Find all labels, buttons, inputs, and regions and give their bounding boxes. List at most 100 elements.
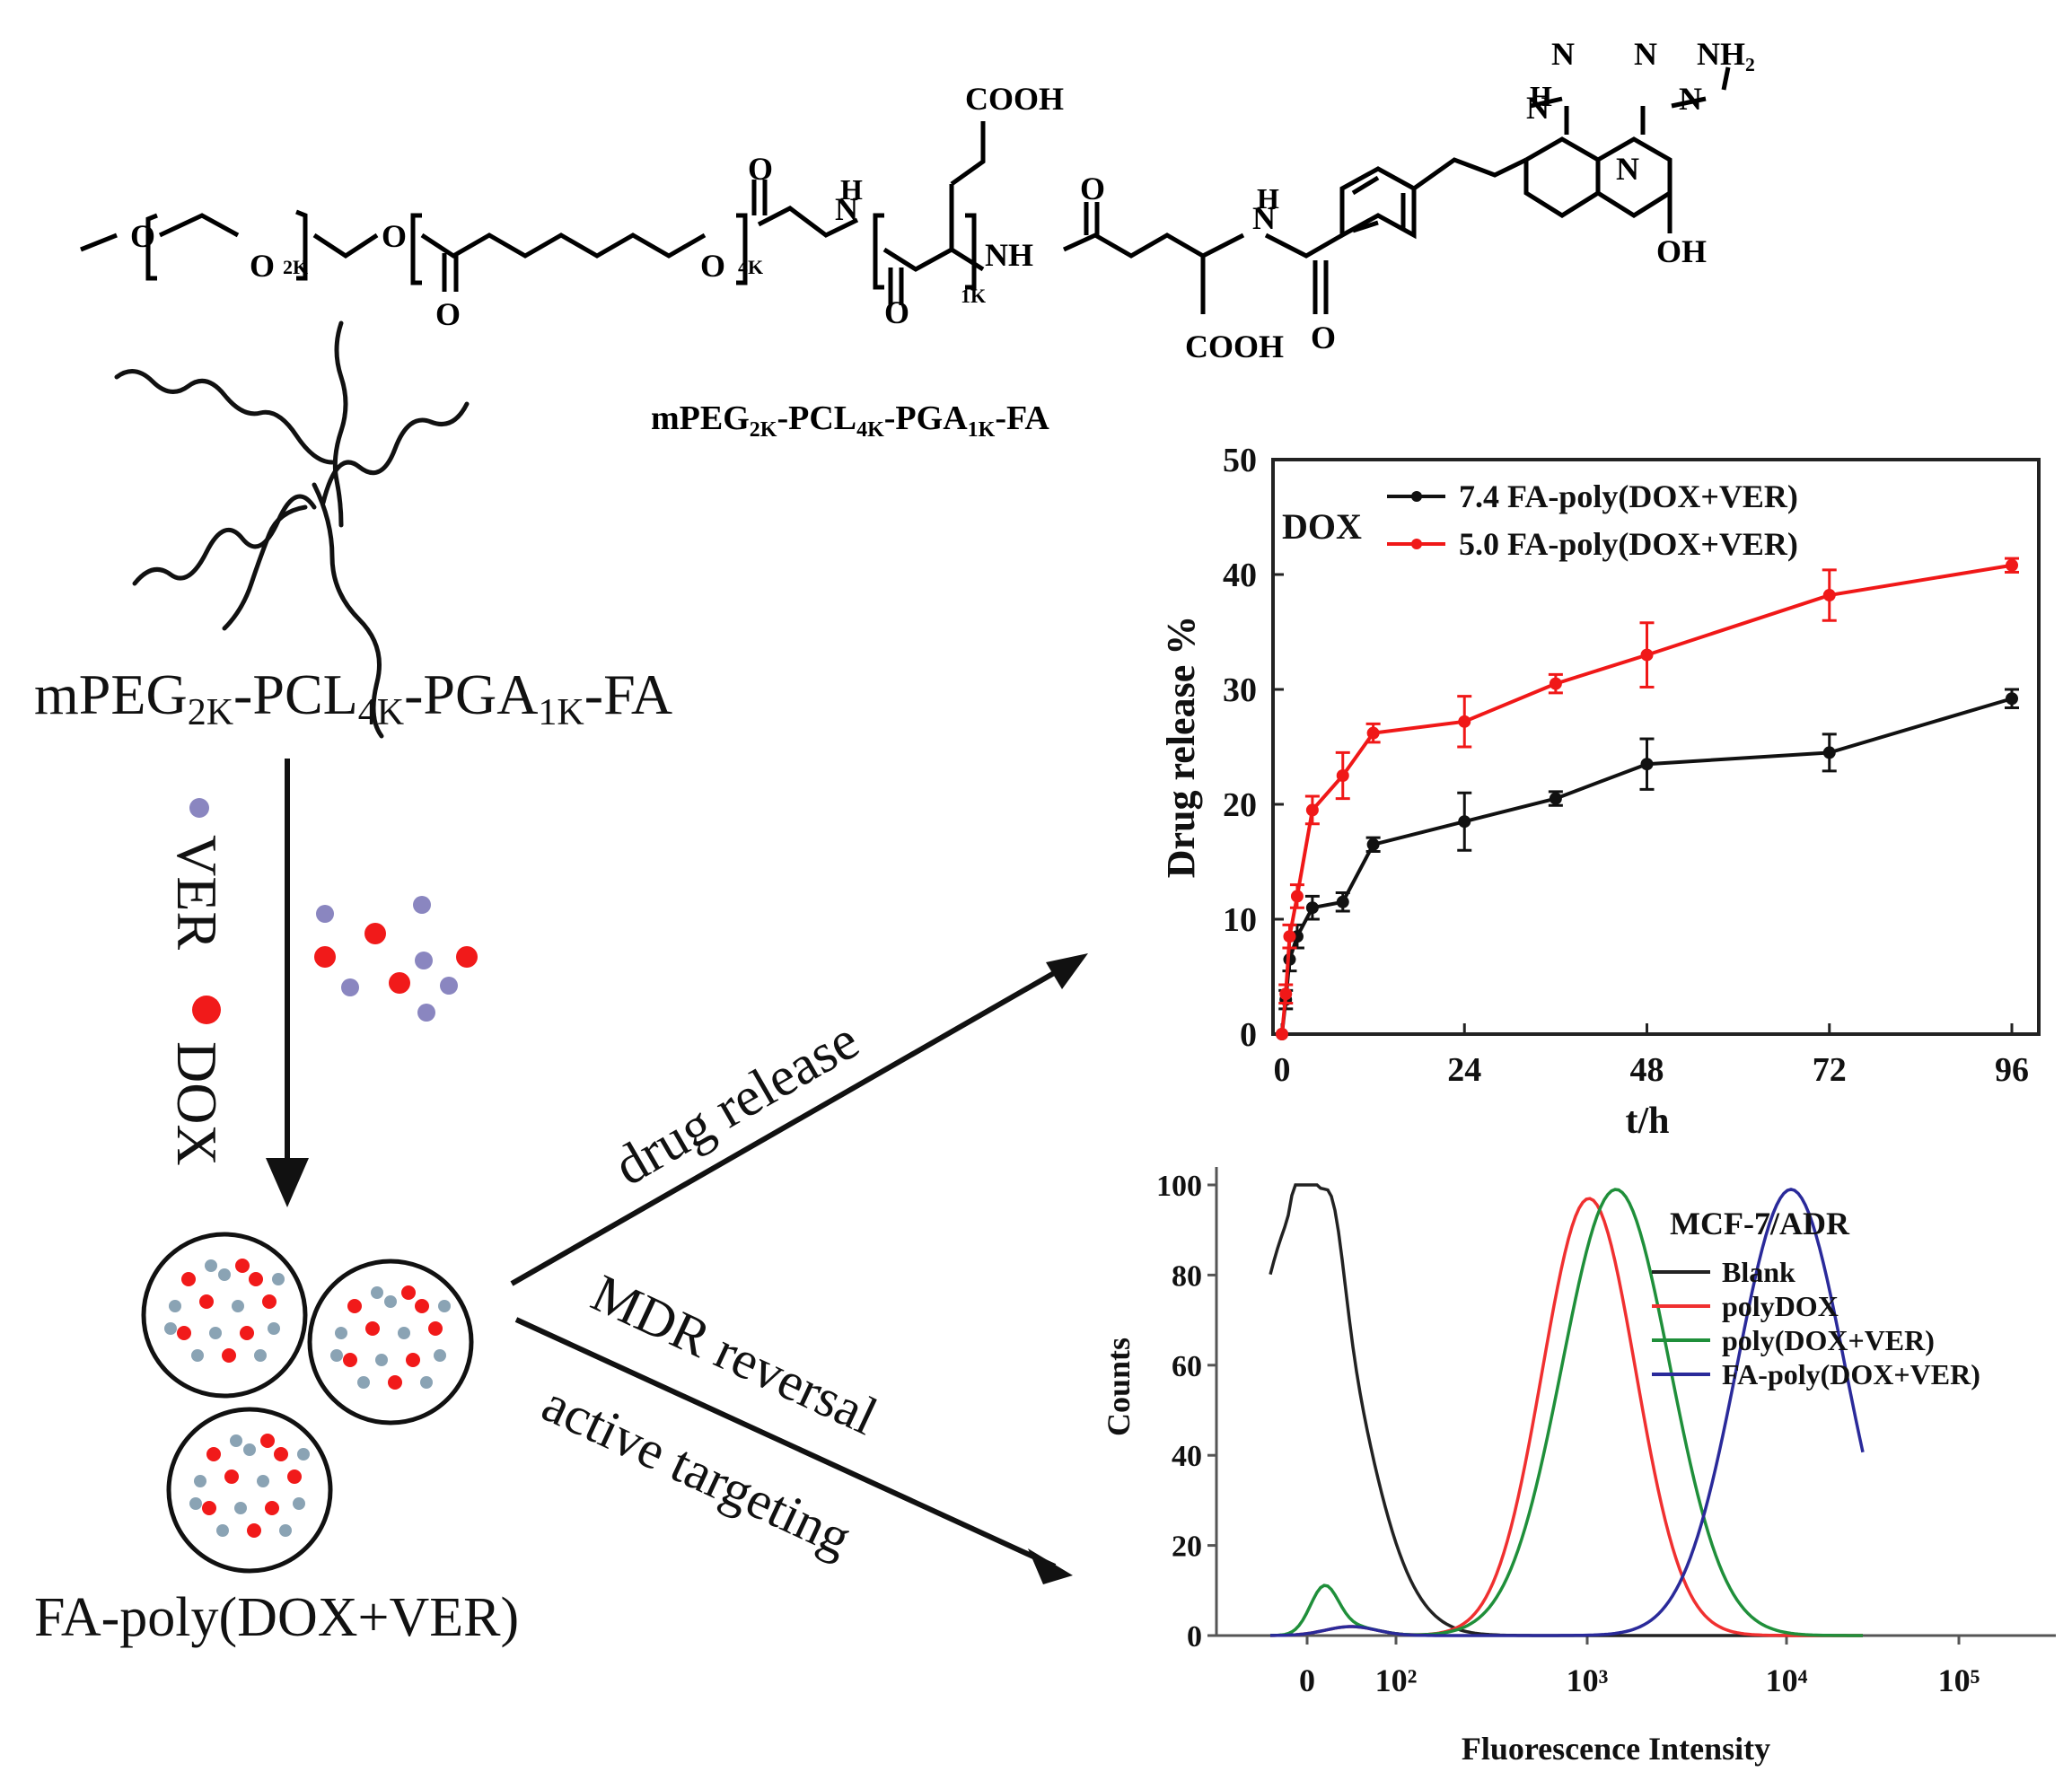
micelle [166,1407,333,1574]
loading-arrow [266,759,309,1207]
x-tick-label: 24 [1447,1051,1481,1089]
dox-dot [401,1285,416,1300]
ver-dot [191,1349,204,1362]
ver-dot [371,1286,383,1299]
atom-o: O [884,294,909,330]
ver-dot [169,1300,181,1312]
x-tick-label: 10⁵ [1938,1662,1980,1698]
ver-dot [268,1322,280,1335]
dox-dot [406,1353,420,1367]
y-tick-label: 0 [1187,1620,1202,1654]
atom-nh: NH [985,237,1033,273]
x-axis-label: Fluorescence Intensity [1462,1731,1770,1767]
atom-n: N [1551,36,1575,72]
y-tick-label: 40 [1172,1440,1202,1473]
y-axis-label: Drug release % [1159,616,1203,878]
x-tick-label: 48 [1630,1051,1664,1089]
dox-label: DOX [165,1041,229,1166]
micelle [141,1232,308,1399]
data-point [1549,792,1562,805]
data-point [1305,803,1319,817]
x-tick-label: 10³ [1567,1662,1609,1698]
subscript-pga: 1K [961,285,986,307]
data-point [1640,648,1654,662]
data-point [1458,815,1471,829]
chart2-title: MCF-7/ADR [1670,1206,1850,1241]
data-point [1336,895,1349,908]
ver-dot [330,1349,343,1362]
ver-dot [216,1524,229,1537]
data-point [1279,987,1293,1001]
atom-o: O [435,296,461,332]
dox-dot [235,1259,250,1273]
dox-dot [428,1321,443,1336]
atom-h: H [840,173,863,206]
drug-release-arrow: drug release [510,953,1088,1286]
atom-n: N [835,191,858,227]
micelle-shell [307,1259,474,1425]
data-point [1336,769,1349,782]
ver-dot [209,1327,222,1339]
subscript-peg: 2K [283,256,308,278]
loading-legend: VER DOX [165,798,229,1166]
ver-dot [272,1273,285,1285]
dox-dot [262,1294,277,1309]
dox-dot [343,1353,357,1367]
ver-dot [434,1349,446,1362]
legend-blank: Blank [1722,1256,1795,1288]
data-point [1458,715,1471,728]
atom-n: N [1526,90,1550,126]
atom-o: O [250,248,275,284]
ver-dot [243,1443,256,1456]
histogram-4 [1270,1188,1865,1637]
legend: 7.4 FA-poly(DOX+VER) 5.0 FA-poly(DOX+VER… [1387,478,1798,562]
x-axis-label: t/h [1625,1101,1669,1142]
chemical-structure [80,66,1731,314]
ver-dot [254,1349,267,1362]
data-point [1290,890,1304,903]
dox-dot [265,1501,279,1515]
legend-series-2: 5.0 FA-poly(DOX+VER) [1459,526,1798,562]
dox-annotation: DOX [1282,506,1362,547]
data-point [1366,726,1380,740]
y-tick-label: 80 [1172,1259,1202,1293]
atom-o: O [748,151,773,187]
data-point [1276,1028,1288,1040]
dox-dot [347,1299,362,1313]
dox-dot [260,1434,275,1448]
dox-dot [287,1469,302,1484]
ver-dot [164,1322,177,1335]
y-tick-label: 20 [1223,786,1257,824]
atom-n: N [1252,200,1276,236]
atom-n: N [1616,151,1639,187]
data-point [1822,589,1836,602]
x-tick-label: 10⁴ [1766,1662,1808,1698]
dox-dot [240,1326,254,1340]
dox-dot [206,1447,221,1461]
atom-oh: OH [1656,233,1707,269]
dox-dot [247,1523,261,1538]
drug-dots [314,896,478,1022]
legend-fa-poly: FA-poly(DOX+VER) [1722,1358,1980,1390]
ver-dot [297,1448,310,1461]
ver-dot [293,1497,305,1510]
atom-h: H [1257,182,1279,215]
data-point [1283,930,1296,943]
atom-n: N [1679,81,1702,117]
x-tick-label: 72 [1813,1051,1847,1089]
atom-o: O [130,218,155,254]
dox-dot [222,1348,236,1363]
y-tick-label: 40 [1223,557,1257,594]
data-point [2006,692,2018,706]
ver-dot [189,798,209,818]
atom-h: H [1530,80,1552,112]
ver-dot [232,1300,244,1312]
ver-dot [205,1259,217,1272]
y-tick-label: 30 [1223,671,1257,709]
ver-dot [279,1524,292,1537]
dox-dot [192,996,221,1024]
ver-dot [357,1376,370,1389]
x-tick-label: 96 [1995,1051,2029,1089]
